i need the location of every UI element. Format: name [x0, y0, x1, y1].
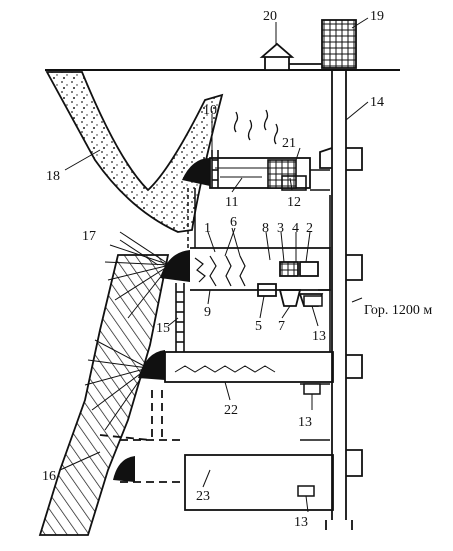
chamber-11 [209, 157, 311, 189]
raise-15 [175, 283, 185, 352]
crushing-chamber [190, 247, 331, 307]
label-8: 8 [262, 221, 269, 236]
ore-piles [113, 158, 210, 482]
label-20: 20 [263, 9, 277, 24]
ore-body [38, 254, 170, 536]
label-10: 10 [203, 103, 217, 118]
label-23: 23 [196, 489, 210, 504]
label-5: 5 [255, 319, 262, 334]
label-11: 11 [225, 195, 238, 210]
label-2: 2 [306, 221, 313, 236]
label-6: 6 [230, 215, 237, 230]
label-14: 14 [370, 95, 384, 110]
label-22: 22 [224, 403, 238, 418]
label-3: 3 [277, 221, 284, 236]
headframe-19 [321, 19, 357, 69]
equipment-12-21 [267, 159, 330, 191]
label-16: 16 [42, 469, 56, 484]
label-21: 21 [282, 136, 296, 151]
label-1: 1 [204, 221, 211, 236]
blast-fan-17 [84, 231, 171, 431]
haulage-drift-22 [164, 351, 334, 383]
dashed-workings [99, 390, 185, 483]
level-label: Гор. 1200 м [364, 303, 432, 318]
label-9: 9 [204, 305, 211, 320]
label-13-upper: 13 [312, 329, 326, 344]
column-10 [211, 150, 219, 188]
left-wall [187, 188, 196, 248]
pumps-13 [297, 295, 323, 497]
leader-lines [59, 17, 369, 513]
airflow-arrows [233, 109, 279, 145]
caved-zone-18 [45, 71, 224, 233]
label-4: 4 [292, 221, 299, 236]
label-19: 19 [370, 9, 384, 24]
drift-23 [184, 454, 334, 511]
label-15: 15 [156, 321, 170, 336]
label-18: 18 [46, 169, 60, 184]
label-13-middle: 13 [298, 415, 312, 430]
label-12: 12 [287, 195, 301, 210]
surface-building-20 [259, 42, 322, 71]
label-7: 7 [278, 319, 285, 334]
shaft-14 [319, 70, 363, 530]
label-17: 17 [82, 229, 96, 244]
label-13-lower: 13 [294, 515, 308, 530]
